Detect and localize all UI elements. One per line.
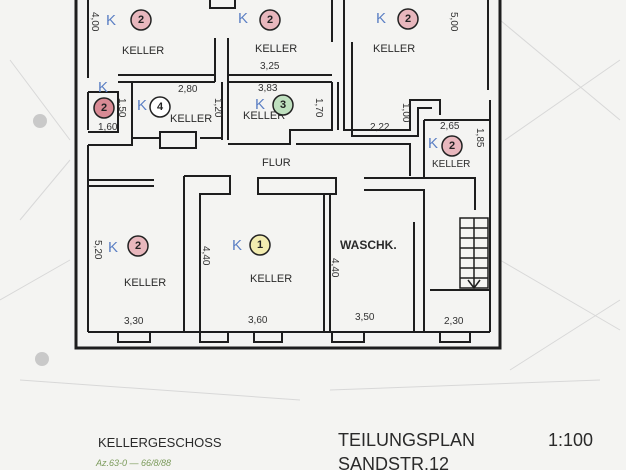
unit-number: 3 [280,99,286,111]
dimension: 2,65 [440,121,460,132]
unit-number: 2 [267,14,273,26]
unit-k-label: K [232,237,242,254]
plan-scale: 1:100 [548,430,593,450]
handwritten-annotation: Az.63-0 — 66/8/88 [95,458,171,468]
dimension: 1,50 [116,98,127,118]
unit-k-label: K [106,12,116,29]
dimension: 4,00 [89,12,100,32]
unit-number-circle [397,8,419,30]
dimension: 1,70 [313,98,324,118]
background-sketch [0,19,621,401]
unit-number: 2 [449,140,455,152]
room-labels: KELLER KELLER KELLER KELLER KELLER KELLE… [122,43,470,289]
room-label: WASCHK. [340,238,397,252]
unit-number-circle [127,235,149,257]
floor-name: KELLERGESCHOSS [98,435,222,450]
room-label: KELLER [122,45,164,57]
unit-number: 1 [257,239,263,251]
dimension: 2,22 [370,122,390,133]
punch-hole [35,352,49,366]
title-block: KELLERGESCHOSS Az.63-0 — 66/8/88 TEILUNG… [95,430,593,470]
unit-number-circle [249,234,271,256]
plan-title: TEILUNGSPLAN [338,430,475,450]
dimension: 3,50 [355,312,375,323]
unit-number: 2 [138,14,144,26]
dimension: 4,40 [329,258,340,278]
dimension: 2,80 [178,84,198,95]
dimension: 2,30 [444,316,464,327]
unit-number: 4 [157,101,164,113]
unit-k-label: K [98,79,108,96]
unit-number-circle [149,96,171,118]
unit-number: 2 [101,102,107,114]
room-label: KELLER [432,159,470,170]
address: SANDSTR.12 [338,454,449,470]
unit-number: 2 [135,240,141,252]
unit-number-circle [93,97,115,119]
dimension: 1,00 [400,103,411,123]
unit-k-label: K [255,96,265,113]
dimension: 4,40 [200,246,211,266]
walls [74,0,502,350]
unit-number-circle [259,9,281,31]
dimension-labels: 4,00 5,00 3,25 2,80 3,83 1,20 1,70 1,50 … [89,12,485,327]
room-label: KELLER [124,277,166,289]
dimension: 3,83 [258,83,278,94]
unit-number-circle [130,9,152,31]
unit-k-label: K [376,10,386,27]
room-label: FLUR [262,157,291,169]
dimension: 3,30 [124,316,144,327]
unit-number-circle [441,135,463,157]
dimension: 3,60 [248,315,268,326]
dimension: 1,85 [474,128,485,148]
dimension: 1,60 [98,122,118,133]
room-label: KELLER [250,273,292,285]
dimension: 1,20 [212,98,223,118]
dimension: 5,20 [92,240,103,260]
unit-k-label: K [428,135,438,152]
unit-k-label: K [137,97,147,114]
unit-number-circle [272,94,294,116]
staircase [459,217,489,290]
room-label: KELLER [170,113,212,125]
unit-number: 2 [405,13,411,25]
dimension: 5,00 [448,12,459,32]
room-label: KELLER [243,110,285,122]
unit-k-label: K [108,239,118,256]
dimension: 3,25 [260,61,280,72]
unit-k-label: K [238,10,248,27]
punch-hole [33,114,47,128]
room-label: KELLER [373,43,415,55]
room-label: KELLER [255,43,297,55]
